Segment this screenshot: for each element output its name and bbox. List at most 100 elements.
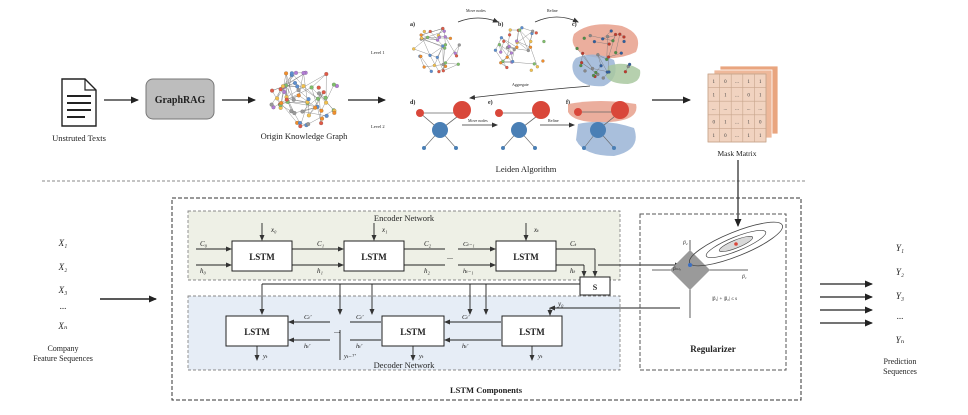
graph-node <box>613 32 618 37</box>
decoder-network-label: Decoder Network <box>374 360 435 370</box>
graph-node <box>319 108 324 113</box>
community-region-blue <box>572 54 616 87</box>
graph-node <box>317 91 322 96</box>
graph-node <box>507 44 511 49</box>
input-x: X₃ <box>58 285 68 295</box>
graph-edge <box>615 34 621 53</box>
svg-text:LSTM: LSTM <box>519 327 545 337</box>
svg-text:x₀: x₀ <box>270 226 277 234</box>
graph-edge <box>499 44 513 63</box>
l1-constraint-diamond <box>670 250 710 290</box>
graph-node <box>321 90 326 95</box>
svg-text:LSTM: LSTM <box>513 252 539 262</box>
graph-edge <box>281 86 284 104</box>
graph-edge <box>285 73 294 100</box>
graph-node <box>443 61 448 65</box>
svg-text:y₀: y₀ <box>557 300 564 308</box>
graph-node <box>306 122 311 127</box>
graph-edge <box>511 61 535 65</box>
graph-node <box>497 43 502 47</box>
svg-text:LSTM: LSTM <box>249 252 275 262</box>
graph-node <box>301 84 306 89</box>
graph-edge <box>442 48 445 65</box>
graph-node <box>606 35 610 39</box>
graph-node <box>428 53 432 58</box>
graph-node <box>448 36 453 40</box>
graph-node <box>295 84 300 89</box>
svg-text:yₜ: yₜ <box>262 353 268 360</box>
graph-edge <box>286 73 293 100</box>
encoder-lstm-cell <box>231 240 293 272</box>
graph-edge <box>280 95 299 106</box>
matrix-cell: 0 <box>747 93 750 98</box>
graph-edge <box>443 64 459 71</box>
graph-edge <box>421 28 443 36</box>
matrix-cell: ... <box>758 107 762 112</box>
state-box <box>579 276 611 296</box>
regularizer-constraint: |β₁| + |β₂| ≤ s <box>712 297 737 302</box>
graph-node <box>441 26 445 31</box>
output-y: Y₂ <box>896 267 904 277</box>
svg-text:h₂: h₂ <box>424 267 431 275</box>
matrix-cell: ... <box>724 107 728 112</box>
graph-node <box>596 53 600 57</box>
regularizer-label: Regularizer <box>690 344 735 354</box>
graph-node <box>599 64 603 68</box>
graph-edge <box>608 34 616 58</box>
graph-node <box>291 97 296 102</box>
svg-text:h₀: h₀ <box>200 267 207 275</box>
graph-node <box>623 70 628 74</box>
decoder-lstm-cell <box>225 315 289 347</box>
graph-node <box>313 105 318 110</box>
output-y: Y₃ <box>896 291 904 301</box>
input-caption: Company <box>47 344 78 353</box>
matrix-cell: 1 <box>747 134 750 139</box>
graph-node <box>618 32 622 36</box>
graph-node <box>579 63 583 68</box>
leiden-panel-label: e) <box>488 99 493 106</box>
leiden-level-label: Level 2 <box>371 124 385 129</box>
graph-edge <box>281 101 308 104</box>
graph-node <box>509 51 514 55</box>
svg-text:hₜ': hₜ' <box>304 343 311 350</box>
svg-text:C₁: C₁ <box>317 240 324 248</box>
aggregate-graph-d <box>416 101 471 150</box>
graph-node <box>535 65 540 69</box>
graph-edge <box>608 52 622 58</box>
graph-node <box>282 89 287 94</box>
graph-node <box>614 50 618 55</box>
graph-node <box>580 61 584 65</box>
graph-edge <box>302 92 324 112</box>
graph-node <box>606 55 611 59</box>
graph-node <box>528 45 533 49</box>
graph-node <box>541 59 545 63</box>
encoder-lstm-cell <box>495 240 557 272</box>
graph-node <box>575 46 579 51</box>
graph-node <box>428 29 432 34</box>
aggregate-graph-f <box>568 101 637 156</box>
graph-node <box>422 29 426 34</box>
output-caption: Sequences <box>883 367 917 376</box>
matrix-cell: 1 <box>759 93 762 98</box>
graph-edge <box>593 65 602 76</box>
graph-node <box>269 102 274 107</box>
matrix-cell: 1 <box>713 134 716 139</box>
aggregate-graph-e <box>495 101 550 150</box>
graph-edge <box>286 95 299 100</box>
svg-text:Cₜ': Cₜ' <box>462 314 470 321</box>
matrix-cell: ... <box>735 121 739 126</box>
graph-node <box>456 62 460 66</box>
graph-node <box>622 35 626 39</box>
graph-edge <box>507 47 529 51</box>
graph-edge <box>576 48 593 69</box>
graph-node <box>619 51 623 55</box>
graph-edge <box>429 55 440 72</box>
graph-node <box>441 62 445 67</box>
graph-node <box>323 95 328 100</box>
graph-node <box>518 28 522 32</box>
graph-node <box>292 111 297 116</box>
input-x: Xₙ <box>57 321 67 331</box>
graph-edge <box>317 106 322 124</box>
graph-node <box>501 59 505 63</box>
